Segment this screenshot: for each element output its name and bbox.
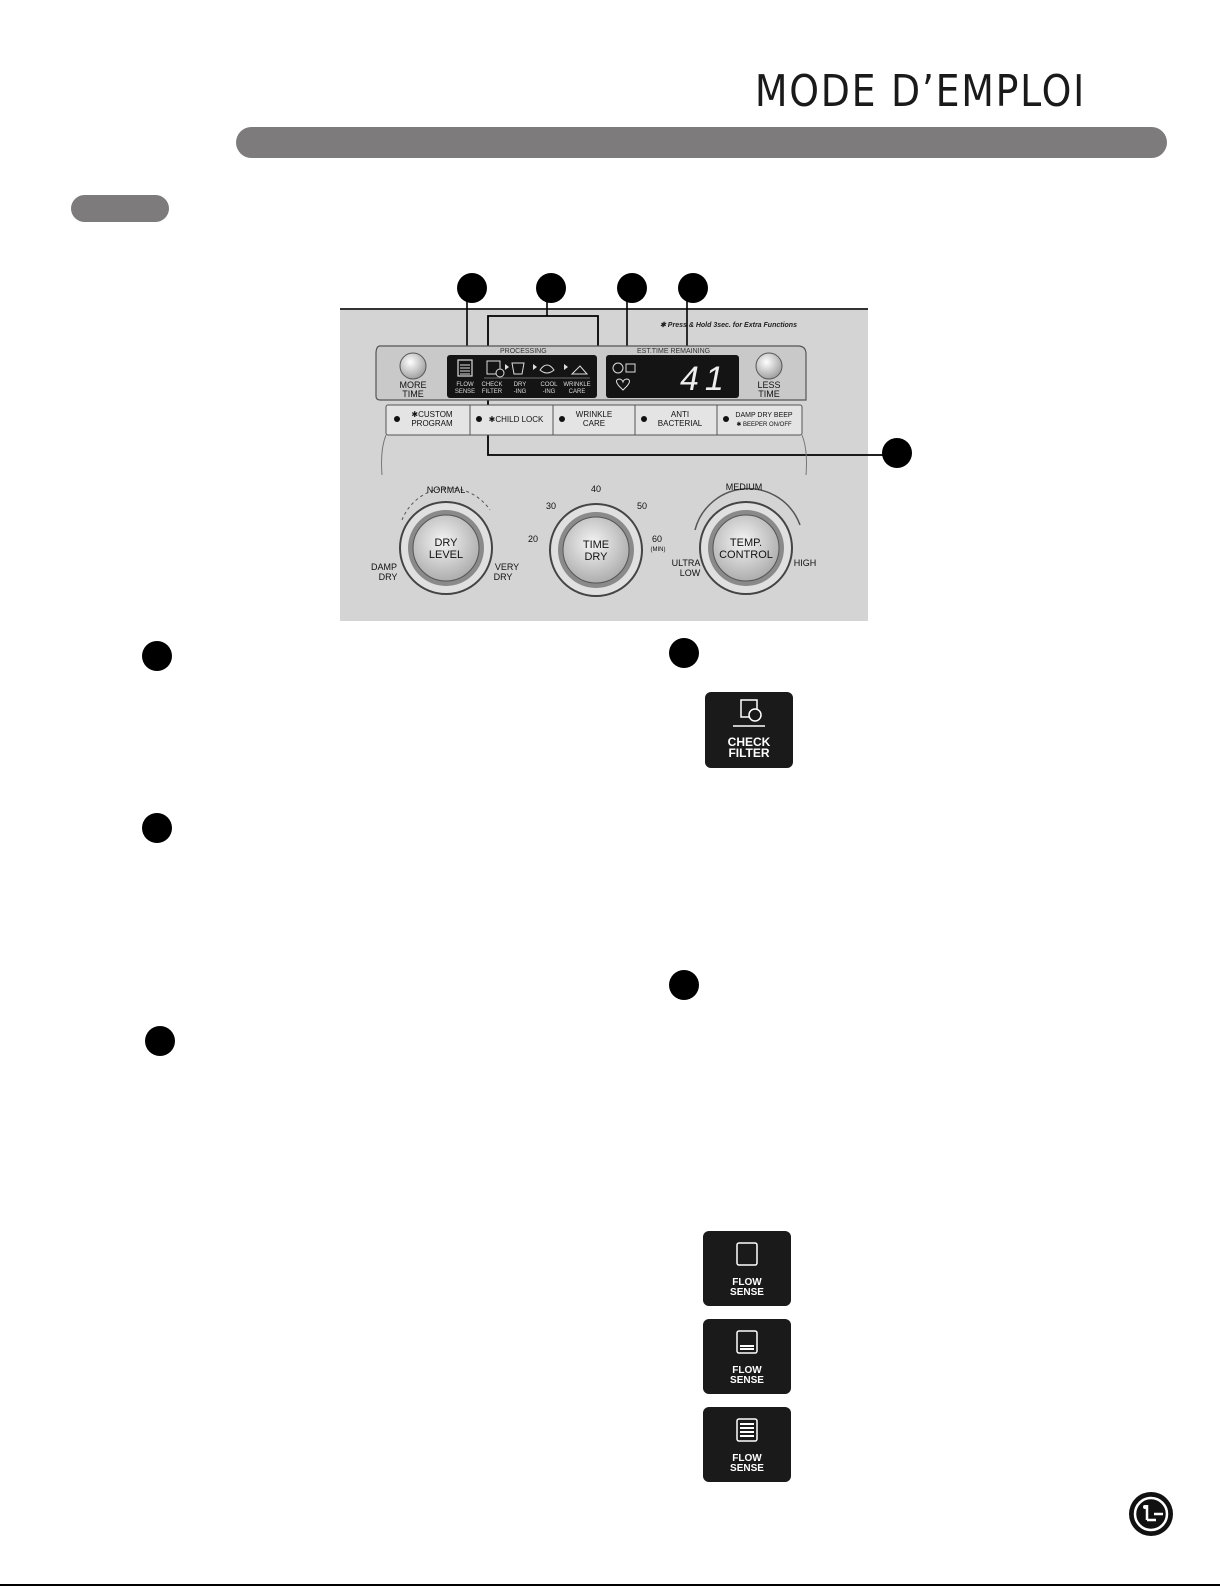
option-wrinkle-care: CARE	[583, 419, 605, 428]
flow-sense-label: SENSE	[730, 1287, 764, 1298]
flow-sense-label: SENSE	[730, 1375, 764, 1386]
dry-level-knob-label: LEVEL	[429, 549, 463, 561]
flow-sense-icon	[736, 1330, 758, 1354]
est-time-label: EST.TIME REMAINING	[637, 348, 710, 355]
dry-level-normal: NORMAL	[427, 485, 466, 495]
flow-sense-label: SENSE	[730, 1463, 764, 1474]
flow-sense-label: FLOW	[732, 1453, 762, 1464]
dry-level-very: DRY	[494, 572, 513, 582]
less-time-label: LESS	[757, 380, 780, 390]
temp-control-high: HIGH	[794, 558, 817, 568]
extra-functions-note: ✱ Press & Hold 3sec. for Extra Functions	[660, 321, 797, 329]
time-dry-knob-label: DRY	[584, 551, 608, 563]
callout-marker	[536, 273, 566, 303]
less-time-label: TIME	[758, 389, 780, 399]
section-tab	[71, 195, 169, 222]
flow-sense-label: FLOW	[732, 1365, 762, 1376]
time-remaining-display: 41	[680, 360, 730, 398]
flow-sense-tile-empty: FLOW SENSE	[703, 1231, 791, 1306]
dry-level-damp: DAMP	[371, 562, 397, 572]
more-time-label: TIME	[402, 389, 424, 399]
callout-marker	[669, 638, 699, 668]
page-title: MODE D’EMPLOI	[754, 66, 1086, 117]
option-wrinkle-care: WRINKLE	[576, 410, 612, 419]
time-dry-mark: 30	[546, 501, 556, 511]
flow-sense-icon	[736, 1242, 758, 1266]
check-filter-icon	[733, 699, 765, 727]
status-label: COOL	[540, 382, 558, 388]
option-damp-dry-beep: ✱ BEEPER ON/OFF	[736, 421, 792, 428]
lg-logo-icon	[1129, 1492, 1173, 1536]
status-label: CARE	[569, 389, 586, 395]
more-time-label: MORE	[400, 380, 427, 390]
callout-marker	[145, 1026, 175, 1056]
control-panel-image: ✱ Press & Hold 3sec. for Extra Functions…	[340, 290, 885, 621]
callout-marker	[882, 438, 912, 468]
processing-label: PROCESSING	[500, 348, 547, 355]
dry-level-knob-label: DRY	[434, 537, 458, 549]
option-damp-dry-beep: DAMP DRY BEEP	[735, 412, 793, 419]
flow-sense-tile-partial: FLOW SENSE	[703, 1319, 791, 1394]
temp-control-ultra-low: LOW	[680, 568, 701, 578]
time-dry-mark: 50	[637, 501, 647, 511]
status-label: -ING	[543, 389, 556, 395]
callout-marker	[142, 813, 172, 843]
status-label: FILTER	[482, 389, 503, 395]
temp-control-medium: MEDIUM	[726, 482, 763, 492]
flow-sense-icon	[736, 1418, 758, 1442]
status-label: CHECK	[481, 382, 502, 388]
time-dry-knob-label: TIME	[583, 539, 609, 551]
callout-marker	[669, 970, 699, 1000]
check-filter-label: CHECK	[727, 735, 771, 749]
status-label: DRY	[514, 382, 527, 388]
callout-marker	[617, 273, 647, 303]
status-label: SENSE	[455, 389, 475, 395]
status-label: WRINKLE	[563, 382, 590, 388]
footer-rule	[0, 1584, 1220, 1586]
option-anti-bacterial: ANTI	[671, 410, 689, 419]
status-label: FLOW	[456, 382, 474, 388]
callout-marker	[457, 273, 487, 303]
time-dry-unit: (MIN)	[651, 547, 666, 553]
time-dry-mark: 20	[528, 534, 538, 544]
option-custom-program: ✱CUSTOM	[411, 410, 453, 419]
option-custom-program: PROGRAM	[411, 419, 453, 428]
dry-level-damp: DRY	[379, 572, 398, 582]
dry-level-very: VERY	[495, 562, 519, 572]
option-child-lock: ✱CHILD LOCK	[489, 415, 544, 424]
check-filter-label: FILTER	[728, 746, 770, 760]
flow-sense-tile-full: FLOW SENSE	[703, 1407, 791, 1482]
temp-control-knob-label: TEMP.	[730, 537, 762, 549]
temp-control-ultra-low: ULTRA	[672, 558, 701, 568]
check-filter-tile: CHECK FILTER	[705, 692, 793, 768]
header-bar	[236, 127, 1167, 158]
status-label: -ING	[514, 389, 527, 395]
time-dry-mark: 40	[591, 484, 601, 494]
time-dry-mark: 60	[652, 534, 662, 544]
option-anti-bacterial: BACTERIAL	[658, 419, 703, 428]
flow-sense-label: FLOW	[732, 1277, 762, 1288]
temp-control-knob-label: CONTROL	[719, 549, 773, 561]
callout-marker	[142, 641, 172, 671]
callout-marker	[678, 273, 708, 303]
